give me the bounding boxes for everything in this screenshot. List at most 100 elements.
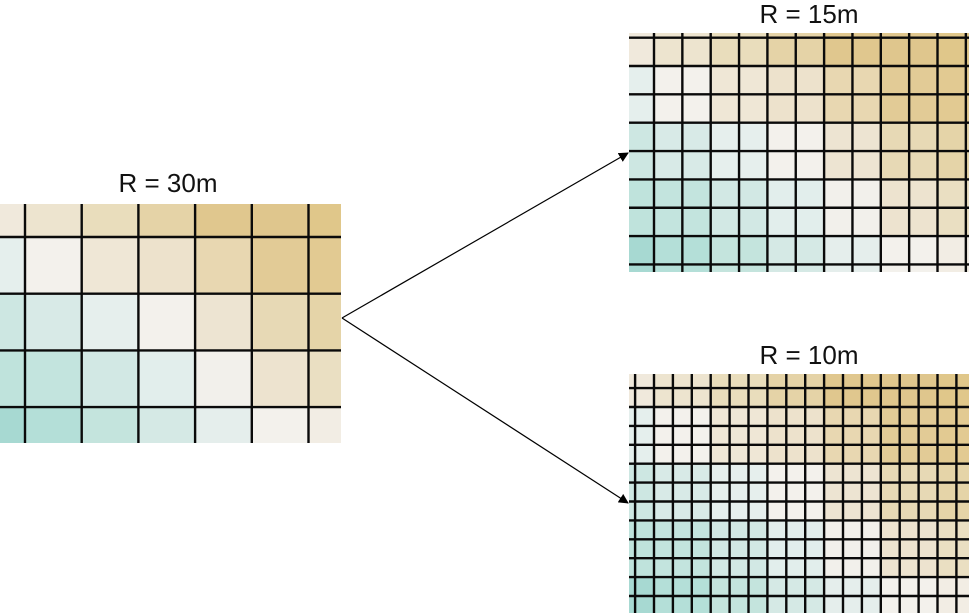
grid-cell [909, 264, 938, 272]
grid-cell [654, 264, 683, 272]
grid-cell [654, 236, 683, 265]
grid-cell [824, 151, 853, 180]
grid-cell [654, 501, 673, 521]
grid-cell [629, 264, 654, 272]
grid-cell [654, 425, 673, 445]
grid-cell [682, 66, 711, 95]
grid-cell [767, 425, 787, 445]
grid-cell [195, 407, 252, 443]
grid-cell [786, 444, 806, 464]
grid-cell [251, 237, 309, 294]
grid-15m [629, 33, 969, 272]
grid-cell [710, 374, 730, 389]
grid-cell [654, 577, 673, 596]
grid-cell [880, 482, 900, 502]
grid-cell [710, 94, 740, 123]
grid-cell [824, 577, 843, 596]
grid-cell [824, 122, 853, 152]
grid-cell [918, 596, 938, 613]
grid-cell [843, 520, 862, 540]
grid-cell [195, 237, 252, 294]
grid-cell [880, 558, 900, 578]
grid-cell [739, 151, 768, 180]
grid-cell [739, 264, 768, 272]
grid-cell [729, 425, 749, 445]
grid-cell [0, 237, 25, 294]
grid-cell [909, 179, 938, 208]
grid-cell [937, 94, 966, 123]
grid-cell [852, 151, 881, 180]
grid-cell [672, 501, 692, 521]
grid-cell [843, 577, 862, 596]
grid-cell [691, 501, 711, 521]
grid-cell [138, 237, 196, 294]
grid-cell [635, 388, 654, 407]
grid-cell [748, 501, 768, 521]
grid-cell [629, 37, 654, 66]
grid-cell [861, 463, 881, 483]
grid-cell [861, 501, 881, 521]
grid-cell [861, 520, 881, 540]
grid-cell [956, 425, 969, 445]
grid-cell [909, 122, 938, 152]
grid-cell [937, 463, 957, 483]
grid-cell [672, 577, 692, 596]
grid-cell [748, 520, 768, 540]
grid-cell [824, 374, 843, 389]
grid-cell [861, 558, 881, 578]
grid-cell [767, 388, 787, 407]
grid-cell [786, 596, 806, 613]
grid-cell [965, 236, 969, 265]
grid-cell [138, 407, 196, 443]
grid-cell [795, 151, 825, 180]
grid-cell [629, 151, 654, 180]
grid-cell [81, 237, 139, 294]
grid-cell [710, 66, 740, 95]
grid-cell [767, 179, 796, 208]
grid-cell [880, 33, 910, 38]
grid-cell [729, 501, 749, 521]
grid-cell [899, 501, 919, 521]
grid-cell [672, 520, 692, 540]
grid-cell [682, 236, 711, 265]
grid-cell [767, 33, 796, 38]
grid-cell [861, 374, 881, 389]
grid-cell [710, 501, 730, 521]
grid-cell [956, 520, 969, 540]
grid-cell [956, 388, 969, 407]
grid-cell [629, 577, 636, 596]
grid-cell [965, 66, 969, 95]
grid-cell [880, 577, 900, 596]
grid-cell [635, 596, 654, 613]
grid-cell [786, 407, 806, 426]
grid-cell [767, 444, 787, 464]
grid-cell [843, 463, 862, 483]
grid-cell [654, 596, 673, 613]
grid-cell [81, 350, 139, 408]
grid-cell [710, 33, 740, 38]
grid-cell [909, 33, 938, 38]
grid-cell [861, 482, 881, 502]
grid-cell [729, 444, 749, 464]
grid-cell [937, 264, 966, 272]
grid-cell [937, 482, 957, 502]
grid-cell [852, 33, 881, 38]
grid-cell [629, 207, 654, 237]
grid-cell [956, 374, 969, 389]
grid-cell [909, 236, 938, 265]
arrow-to-15m [341, 152, 629, 319]
grid-cell [918, 444, 938, 464]
grid-cell [710, 425, 730, 445]
grid-cell [629, 94, 654, 123]
grid-cell [710, 444, 730, 464]
grid-cell [691, 596, 711, 613]
grid-cell [308, 407, 341, 443]
grid-cell [0, 204, 25, 237]
grid-cell [918, 558, 938, 578]
grid-cell [251, 293, 309, 351]
grid-cell [880, 425, 900, 445]
grid-cell [918, 577, 938, 596]
grid-cell [918, 501, 938, 521]
grid-cell [937, 33, 966, 38]
grid-cell [748, 577, 768, 596]
